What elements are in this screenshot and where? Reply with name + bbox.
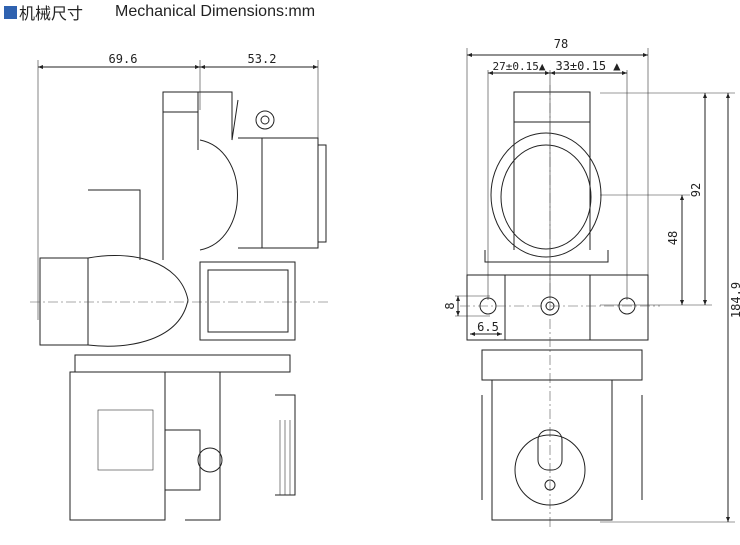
dim-6-5: 6.5: [477, 320, 499, 334]
dim-33: 33±0.15 ▲: [555, 59, 621, 73]
dim-78: 78: [554, 37, 568, 51]
dim-92: 92: [689, 183, 703, 197]
title-chinese: 机械尺寸: [19, 6, 84, 23]
side-dimensions: 69.6 53.2: [37, 52, 319, 320]
dim-48: 48: [666, 231, 680, 245]
dim-53-2: 53.2: [248, 52, 277, 66]
dim-184-9: 184.9: [729, 282, 740, 318]
dim-69-6: 69.6: [109, 52, 138, 66]
dim-8: 8: [443, 302, 457, 309]
title-english: Mechanical Dimensions:mm: [115, 3, 316, 20]
section-header: 机械尺寸 Mechanical Dimensions:mm: [4, 2, 316, 23]
dim-27: 27±0.15▲: [493, 60, 546, 73]
header-bullet-icon: [4, 5, 17, 19]
front-dimensions: 78 27±0.15▲ 33±0.15 ▲ 92 48 184.9 8 6.5: [443, 37, 740, 523]
front-body: [460, 85, 660, 530]
side-body: [30, 91, 330, 521]
front-view: 78 27±0.15▲ 33±0.15 ▲ 92 48 184.9 8 6.5: [443, 37, 740, 530]
side-view: 69.6 53.2: [30, 52, 330, 521]
